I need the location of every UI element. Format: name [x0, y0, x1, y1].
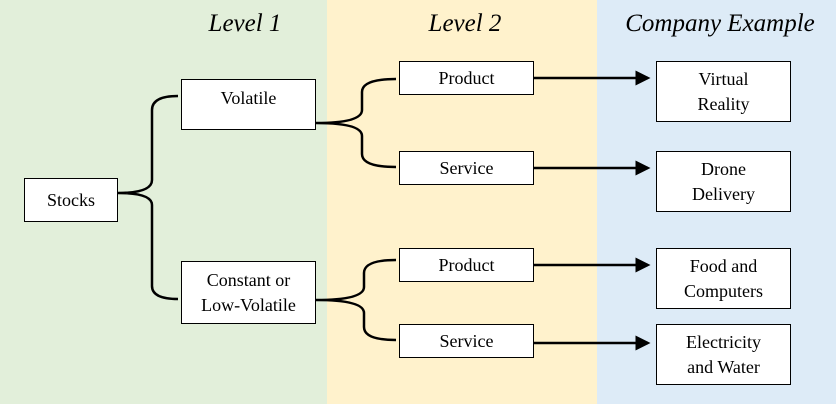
node-virtual-reality: Virtual Reality [656, 61, 791, 122]
level2-heading: Level 2 [428, 10, 502, 37]
node-electricity-water: Electricity and Water [656, 324, 791, 385]
node-food-computers: Food and Computers [656, 248, 791, 309]
level1-heading: Level 1 [208, 10, 282, 37]
node-product-low-volatile: Product [399, 248, 534, 282]
company-example-heading: Company Example [625, 10, 815, 37]
node-stocks: Stocks [24, 178, 118, 222]
node-service-low-volatile: Service [399, 324, 534, 358]
node-drone-delivery: Drone Delivery [656, 151, 791, 212]
node-volatile: Volatile [181, 79, 316, 130]
node-product-volatile: Product [399, 61, 534, 95]
node-low-volatile: Constant or Low-Volatile [181, 261, 316, 324]
node-service-volatile: Service [399, 151, 534, 185]
